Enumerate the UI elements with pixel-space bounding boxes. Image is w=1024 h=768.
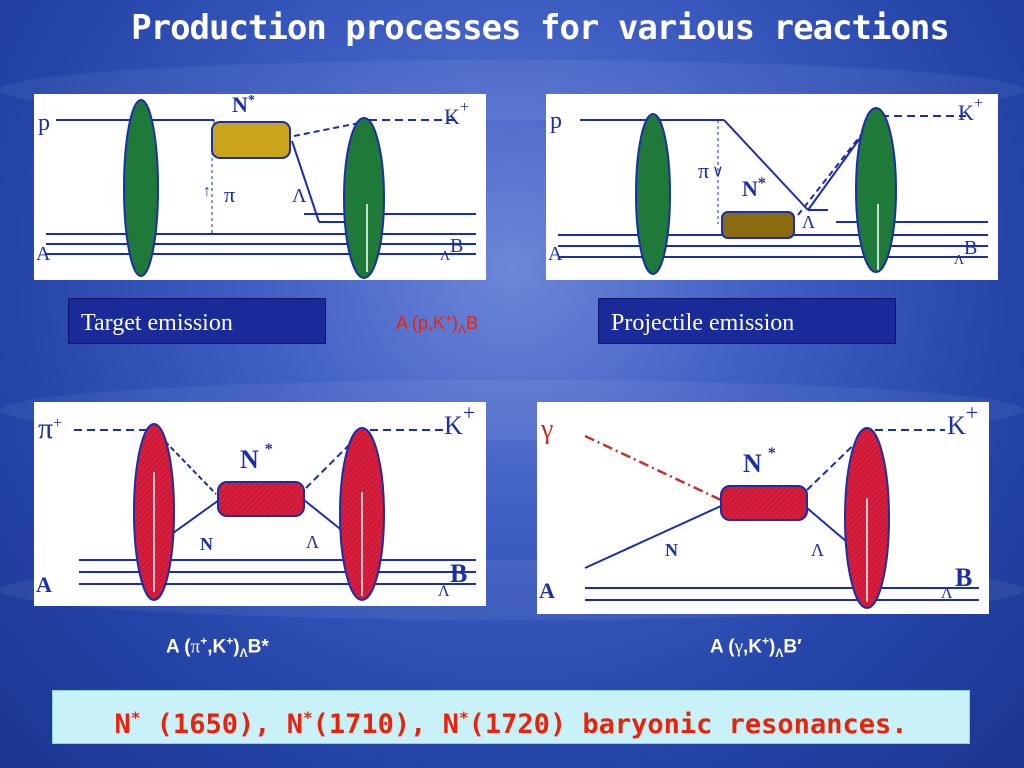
- diagram-target-emission: p A N* ↑ π Λ K+ Λ B: [34, 94, 486, 280]
- label-lambda-sub: Λ: [941, 585, 953, 602]
- label-N-star: *: [265, 441, 273, 458]
- label-N: N: [742, 176, 758, 201]
- label-K-plus: +: [966, 402, 978, 425]
- projectile-emission-label: Projectile emission: [598, 298, 896, 344]
- resonance-text: (1650), N: [140, 709, 303, 740]
- resonances-box: N* (1650), N*(1710), N*(1720) baryonic r…: [52, 690, 970, 744]
- svg-text:N*: N*: [240, 441, 273, 474]
- diagram-photon-reaction: γ A N* N Λ K+ Λ B: [537, 402, 989, 614]
- diagram-projectile-emission: p A N* π ∨ Λ K+ Λ B: [546, 94, 998, 280]
- label-N-low: N: [200, 534, 213, 554]
- label-N: N: [743, 449, 762, 478]
- caption-sup: +: [200, 634, 208, 648]
- label-A: A: [36, 572, 52, 597]
- label-K-plus: +: [463, 402, 475, 425]
- caption-pi-k: A (π+,K+)ΛB*: [166, 634, 269, 660]
- label-pi: π: [698, 158, 709, 183]
- green-blob: [123, 99, 159, 277]
- label-pi: π: [224, 182, 235, 207]
- label-B: B: [450, 235, 463, 257]
- caption-p-k: A (p,K+)ΛB: [396, 311, 478, 337]
- label-p: p: [38, 110, 50, 136]
- label-A: A: [539, 578, 555, 603]
- svg-text:K+: K+: [444, 402, 475, 440]
- caption-text: ): [233, 636, 240, 658]
- caption-pi: π: [190, 636, 201, 658]
- label-K: K: [444, 104, 460, 129]
- label-gamma: γ: [540, 414, 553, 445]
- label-N-star: *: [248, 94, 255, 108]
- label-lambda-sub: Λ: [954, 253, 965, 268]
- svg-text:N*: N*: [232, 94, 255, 117]
- caption-text: ,K: [743, 636, 763, 658]
- label-N-star: *: [768, 445, 776, 462]
- nstar-box: [211, 121, 291, 159]
- green-blob: [855, 107, 897, 273]
- label-pi-plus: +: [53, 415, 62, 432]
- label-N: N: [240, 445, 259, 474]
- green-blob: [635, 113, 671, 275]
- label-K-plus: +: [974, 95, 983, 112]
- caption-sub: Λ: [775, 646, 784, 661]
- label-lambda: Λ: [292, 185, 307, 207]
- resonance-star: *: [302, 708, 313, 727]
- label-B: B: [964, 237, 977, 259]
- caption-sup: +: [226, 634, 234, 648]
- caption-text: A (p,K: [396, 313, 446, 333]
- arrow-up-icon: ↑: [203, 183, 211, 200]
- nstar-box: [721, 211, 795, 239]
- resonance-text: (1710), N: [312, 709, 459, 740]
- caption-sup: +: [762, 634, 770, 648]
- caption-sup: +: [445, 311, 453, 325]
- svg-text:π+: π+: [38, 412, 62, 445]
- label-p: p: [550, 108, 562, 134]
- caption-text: B′: [783, 636, 802, 658]
- label-lambda: Λ: [811, 540, 824, 560]
- label-K: K: [947, 411, 966, 440]
- svg-text:K+: K+: [958, 95, 983, 125]
- label-K-plus: +: [460, 99, 469, 116]
- label-B: B: [955, 563, 972, 592]
- nstar-box: [217, 481, 305, 517]
- svg-text:K+: K+: [444, 99, 469, 129]
- caption-text: ,K: [207, 636, 227, 658]
- label-K: K: [958, 100, 974, 125]
- caption-sub: Λ: [458, 322, 467, 337]
- svg-text:K+: K+: [947, 402, 978, 440]
- caption-text: ): [452, 313, 459, 333]
- label-lambda-sub: Λ: [438, 583, 450, 600]
- label-A: A: [36, 243, 51, 265]
- caption-gamma-k: A (γ,K+)ΛB′: [710, 634, 802, 660]
- label-lambda-sub: Λ: [440, 249, 451, 264]
- resonance-star: *: [458, 708, 469, 727]
- label-N-star: *: [758, 175, 766, 192]
- label-K: K: [444, 411, 463, 440]
- green-blob: [343, 117, 385, 279]
- label-B: B: [450, 559, 467, 588]
- caption-sub: Λ: [239, 646, 248, 661]
- resonance-text: N: [114, 709, 131, 740]
- label-N-low: N: [665, 540, 678, 560]
- caption-text: A (: [166, 636, 191, 658]
- label-pi: π: [38, 412, 53, 445]
- label-A: A: [548, 243, 563, 265]
- arrow-down-icon: ∨: [712, 163, 724, 180]
- label-lambda: Λ: [802, 212, 815, 232]
- svg-text:N*: N*: [742, 175, 766, 201]
- caption-text: ): [769, 636, 776, 658]
- diagram-pion-reaction: π+ A N* N Λ K+ Λ B: [34, 402, 486, 606]
- label-N: N: [232, 94, 248, 117]
- caption-text: A (: [710, 636, 735, 658]
- caption-gamma: γ: [734, 636, 744, 658]
- label-lambda: Λ: [306, 532, 319, 552]
- resonance-text: (1720) baryonic resonances.: [468, 709, 908, 740]
- resonance-star: *: [130, 708, 141, 727]
- slide-title: Production processes for various reactio…: [131, 8, 950, 48]
- caption-text: B: [466, 313, 479, 333]
- svg-text:N*: N*: [743, 445, 776, 478]
- caption-text: B*: [247, 636, 269, 658]
- nstar-box: [720, 485, 808, 521]
- target-emission-label: Target emission: [68, 298, 326, 344]
